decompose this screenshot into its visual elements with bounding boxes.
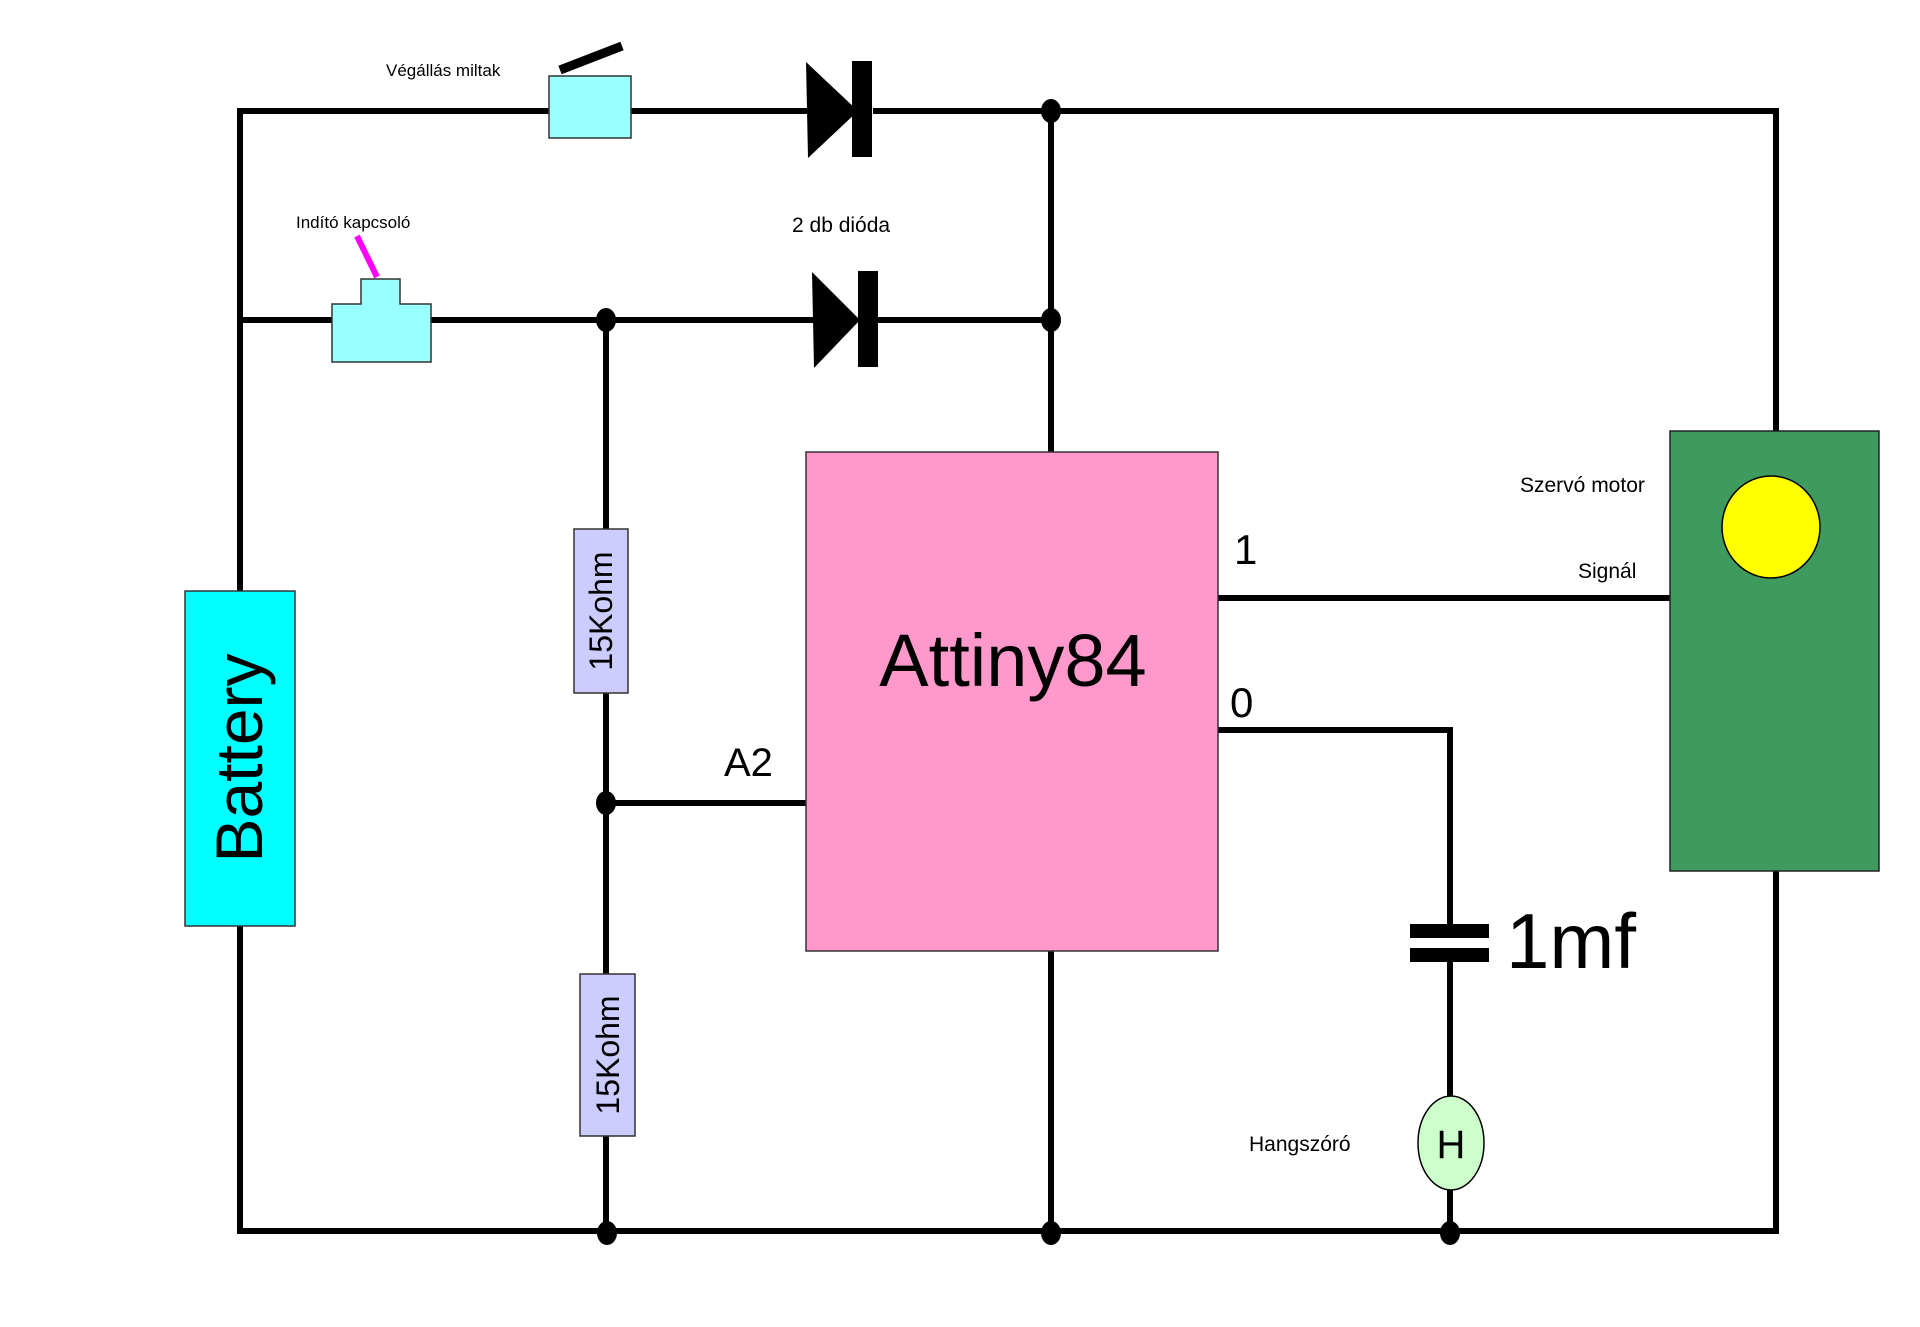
diode-top xyxy=(806,61,872,158)
speaker: H Hangszóró xyxy=(1249,1095,1485,1191)
resistor-bottom-label: 15Kohm xyxy=(590,995,626,1114)
capacitor: 1mf xyxy=(1410,897,1636,985)
capacitor-plate-top xyxy=(1410,924,1489,938)
battery-body xyxy=(184,590,296,927)
limit-switch-lever xyxy=(558,41,624,75)
diode-top-bar xyxy=(852,61,872,157)
resistor-top-body xyxy=(573,528,629,694)
start-switch-lever xyxy=(354,234,380,279)
start-switch: Indító kapcsoló xyxy=(296,213,432,363)
pin-1-label: 1 xyxy=(1234,526,1257,573)
junction-dot xyxy=(597,1221,617,1245)
servo-label: Szervó motor xyxy=(1520,474,1645,497)
diode-bottom xyxy=(812,271,878,368)
junction-dot xyxy=(596,791,616,815)
junction-dot xyxy=(1440,1221,1460,1245)
speaker-symbol: H xyxy=(1437,1123,1466,1167)
mcu-body xyxy=(805,451,1219,952)
capacitor-label: 1mf xyxy=(1506,897,1636,985)
resistor-bottom-body xyxy=(579,973,636,1137)
wires xyxy=(237,108,1779,1234)
resistor-bottom: 15Kohm xyxy=(579,973,636,1137)
servo-rotor xyxy=(1721,475,1821,579)
battery-label: Battery xyxy=(202,653,276,862)
junction-dot xyxy=(1041,308,1061,332)
start-switch-label: Indító kapcsoló xyxy=(296,213,410,232)
resistor-top: 15Kohm xyxy=(573,528,629,694)
diode-top-triangle xyxy=(806,62,858,158)
limit-switch-label: Végállás miltak xyxy=(386,61,501,80)
battery: Battery xyxy=(184,590,296,927)
speaker-body xyxy=(1417,1095,1485,1191)
junction-dot xyxy=(1041,99,1061,123)
pin-a2-label: A2 xyxy=(724,741,773,785)
diodes-label: 2 db dióda xyxy=(792,214,890,237)
limit-switch-body xyxy=(548,75,632,139)
junctions xyxy=(596,99,1460,1245)
diode-bottom-triangle xyxy=(812,272,860,368)
diode-bottom-bar xyxy=(858,271,878,367)
start-switch-body xyxy=(331,278,432,363)
resistor-top-label: 15Kohm xyxy=(583,551,619,670)
servo-signal-label: Signál xyxy=(1578,560,1636,583)
speaker-label: Hangszóró xyxy=(1249,1133,1351,1156)
junction-dot xyxy=(1041,1221,1061,1245)
capacitor-plate-bottom xyxy=(1410,948,1489,962)
servo-motor: Szervó motor Signál xyxy=(1520,430,1880,872)
junction-dot xyxy=(596,308,616,332)
mcu-label: Attiny84 xyxy=(879,619,1146,702)
limit-switch: Végállás miltak xyxy=(386,41,632,139)
pin-0-label: 0 xyxy=(1230,679,1253,726)
mcu-attiny84: Attiny84 A2 1 0 xyxy=(724,451,1257,952)
